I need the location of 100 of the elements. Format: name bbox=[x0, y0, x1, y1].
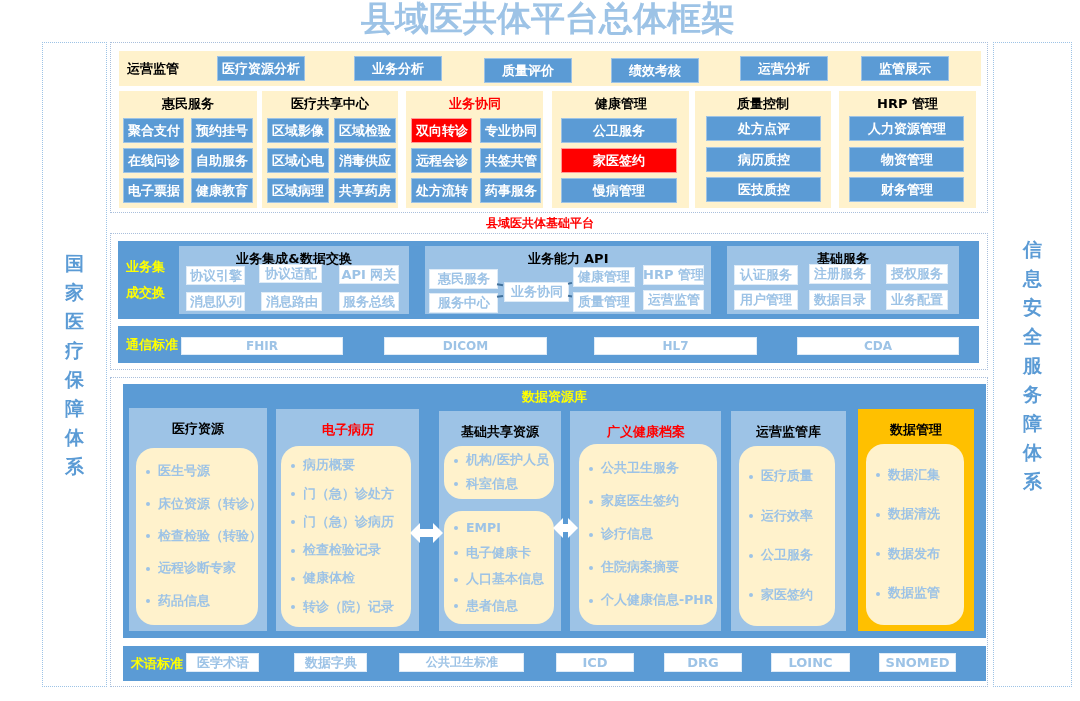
row-title: 业务集成交换 bbox=[126, 258, 166, 302]
group-title: HRP 管理 bbox=[876, 95, 939, 113]
service-box: 授权服务 bbox=[886, 264, 948, 284]
list-panel bbox=[579, 444, 717, 625]
panel-heading: 县域医共体基础平台 bbox=[485, 215, 595, 232]
group-title: 医疗资源 bbox=[171, 420, 225, 438]
list-item: 人口基本信息 bbox=[466, 571, 544, 589]
service-box: 质量管理 bbox=[573, 292, 635, 312]
diagram-title: 县域医共体平台总体框架 bbox=[360, 0, 736, 40]
service-box: API 网关 bbox=[339, 265, 399, 284]
layer-band bbox=[123, 384, 986, 638]
list-panel bbox=[444, 446, 554, 499]
list-item: 病历概要 bbox=[303, 457, 355, 475]
service-box: FHIR bbox=[181, 337, 343, 355]
connector-line bbox=[496, 294, 504, 298]
list-item: EMPI bbox=[466, 520, 501, 536]
service-box: HL7 bbox=[594, 337, 757, 355]
list-item: 医疗质量 bbox=[761, 468, 813, 486]
list-item: 检查检验（转验） bbox=[158, 528, 262, 545]
group-panel bbox=[695, 91, 831, 208]
group-panel bbox=[552, 91, 689, 208]
service-box: 自助服务 bbox=[191, 148, 253, 173]
service-box: 处方点评 bbox=[706, 116, 821, 141]
panel-frame bbox=[110, 377, 988, 687]
connector-line bbox=[567, 281, 573, 285]
service-box: 运营监管 bbox=[643, 290, 704, 310]
connector-line bbox=[567, 294, 573, 298]
service-box: 运营分析 bbox=[740, 56, 828, 81]
group-title: 基础服务 bbox=[816, 250, 870, 267]
column-panel bbox=[858, 409, 974, 631]
list-item: 公卫服务 bbox=[761, 547, 813, 565]
service-box: 认证服务 bbox=[734, 265, 798, 285]
list-panel bbox=[136, 448, 258, 625]
service-box: 在线问诊 bbox=[123, 148, 184, 173]
group-panel bbox=[406, 91, 543, 208]
list-item: 机构/医护人员 bbox=[466, 452, 549, 470]
service-box: 数据目录 bbox=[809, 290, 871, 310]
row-title: 通信标准 bbox=[126, 335, 178, 354]
list-panel bbox=[866, 444, 964, 625]
list-item: 健康体检 bbox=[303, 570, 355, 588]
service-box: 用户管理 bbox=[734, 290, 798, 310]
list-item: 门（急）诊病历 bbox=[303, 513, 394, 531]
service-box: 区域病理 bbox=[267, 178, 329, 203]
service-box: 质量评价 bbox=[484, 58, 572, 83]
service-box: 公共卫生标准 bbox=[399, 653, 524, 672]
service-box: 区域检验 bbox=[334, 118, 396, 143]
list-panel bbox=[739, 446, 835, 626]
header-row bbox=[119, 51, 981, 86]
side-title: 国家医疗保障体系 bbox=[63, 250, 85, 479]
layer-band bbox=[118, 241, 979, 319]
list-item: 科室信息 bbox=[466, 475, 518, 493]
service-box: 医疗资源分析 bbox=[217, 56, 305, 81]
side-panel bbox=[42, 42, 107, 687]
list-panel bbox=[444, 511, 554, 624]
connector-line bbox=[496, 283, 504, 287]
row-title: 运营监管 bbox=[127, 59, 179, 78]
service-box: 公卫服务 bbox=[561, 118, 677, 143]
group-title: 广义健康档案 bbox=[605, 423, 686, 441]
layer-band bbox=[118, 326, 979, 363]
service-box: DICOM bbox=[384, 337, 547, 355]
service-box: 健康管理 bbox=[573, 267, 635, 287]
service-box: 财务管理 bbox=[849, 177, 964, 202]
panel-frame bbox=[110, 233, 988, 370]
service-box: 惠民服务 bbox=[429, 269, 498, 289]
list-item: 门（急）诊处方 bbox=[303, 485, 394, 503]
panel-frame bbox=[110, 42, 988, 213]
list-item: 数据发布 bbox=[888, 545, 940, 563]
service-box: 预约挂号 bbox=[191, 118, 253, 143]
list-item: 医生号源 bbox=[158, 463, 210, 481]
group-panel bbox=[839, 91, 976, 208]
service-box: 业务配置 bbox=[886, 290, 948, 310]
column-panel bbox=[439, 411, 561, 631]
list-item: 数据监管 bbox=[888, 585, 940, 603]
group-title: 数据管理 bbox=[889, 421, 943, 439]
service-box: 处方流转 bbox=[411, 178, 472, 203]
service-box: 人力资源管理 bbox=[849, 116, 964, 141]
service-box: 协议适配 bbox=[259, 264, 322, 283]
group-title: 运营监管库 bbox=[755, 423, 822, 441]
layer-band bbox=[123, 646, 986, 681]
service-box: 注册服务 bbox=[809, 264, 871, 284]
list-item: 家医签约 bbox=[761, 586, 813, 604]
group-title: 惠民服务 bbox=[161, 95, 215, 113]
service-box: ICD bbox=[556, 653, 634, 672]
group-title: 医疗共享中心 bbox=[290, 95, 370, 113]
group-title: 质量控制 bbox=[736, 95, 790, 113]
service-box: 医学术语 bbox=[186, 653, 259, 672]
service-box: 协议引擎 bbox=[186, 266, 245, 285]
group-panel bbox=[262, 91, 398, 208]
side-title: 信息安全服务障体系 bbox=[1021, 236, 1043, 493]
service-box: LOINC bbox=[771, 653, 850, 672]
column-panel bbox=[731, 411, 846, 631]
service-box: 业务分析 bbox=[354, 56, 442, 81]
service-box: 病历质控 bbox=[706, 147, 821, 172]
service-box: 电子票据 bbox=[123, 178, 184, 203]
list-item: 远程诊断专家 bbox=[158, 560, 236, 578]
service-box: 消息队列 bbox=[186, 292, 245, 311]
service-box: 家医签约 bbox=[561, 148, 677, 173]
group-title: 业务协同 bbox=[447, 95, 502, 113]
service-box: 药事服务 bbox=[480, 178, 541, 203]
group-title: 业务集成&数据交换 bbox=[235, 250, 353, 267]
